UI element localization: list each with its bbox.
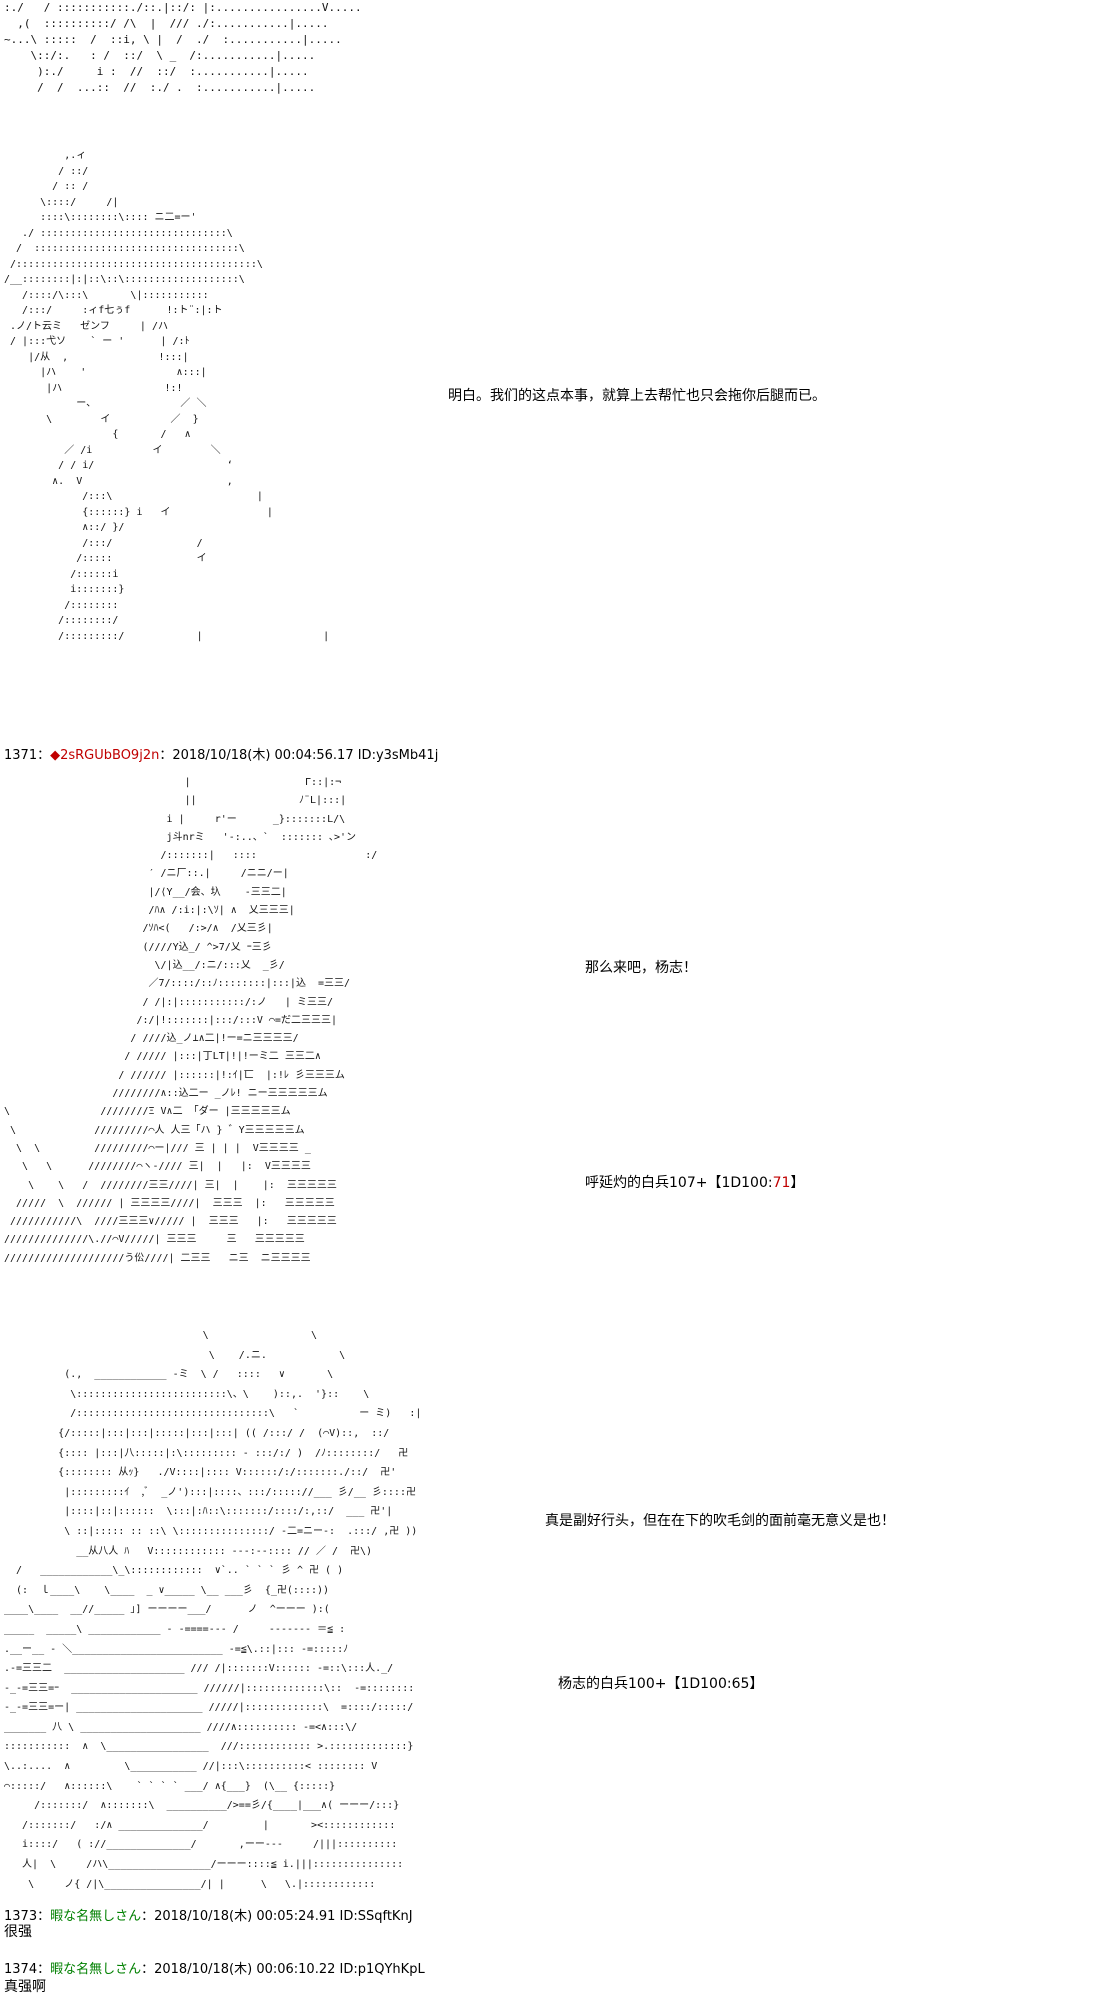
post-header-1371: 1371：◆2sRGUbBO9j2n：2018/10/18(木) 00:04:5… (4, 744, 438, 763)
ascii-art-top: :./ / :::::::::::./::.|::/: |:..........… (4, 1, 362, 94)
post-number: 1374： (4, 1962, 51, 1977)
poster-name[interactable]: 暇な名無しさん (50, 1962, 142, 1977)
ascii-art-figure-3: \ \ \ /.ニ. \ (., ____________ -ミ \ / :::… (4, 1330, 422, 1890)
post-number: 1373： (4, 1909, 51, 1924)
dialogue-line-2: 那么来吧，杨志！ (585, 960, 697, 976)
dice-roll-prefix: 呼延灼的白兵107+【1D100: (585, 1175, 773, 1191)
ascii-art-figure-2: | Γ::|:¬ || ﾉ¨L|:::| i | r'ー _}:::::::L/… (4, 777, 378, 1264)
dice-roll-line-3: 呼延灼的白兵107+【1D100:71】 (585, 1172, 804, 1192)
post-datetime-id: ：2018/10/18(木) 00:04:56.17 ID:y3sMb41j (159, 748, 439, 763)
trip-diamond-icon: ◆ (50, 748, 61, 763)
post-body-1373: 很强 (4, 1924, 32, 1940)
poster-name[interactable]: 暇な名無しさん (50, 1909, 142, 1924)
post-body-1374: 真强啊 (4, 1979, 46, 1995)
dice-roll-line-5: 杨志的白兵100+【1D100:65】 (558, 1676, 764, 1692)
dice-roll-suffix: 】 (790, 1175, 805, 1191)
post-header-1373: 1373：暇な名無しさん：2018/10/18(木) 00:05:24.91 I… (4, 1905, 413, 1924)
post-datetime-id: ：2018/10/18(木) 00:06:10.22 ID:p1QYhKpL (141, 1962, 425, 1977)
post-datetime-id: ：2018/10/18(木) 00:05:24.91 ID:SSqftKnJ (141, 1909, 413, 1924)
dialogue-line-1: 明白。我们的这点本事，就算上去帮忙也只会拖你后腿而已。 (448, 388, 826, 404)
poster-tripcode[interactable]: 2sRGUbBO9j2n (60, 748, 160, 763)
ascii-art-figure-1: ,.ィ / ::/ / :: / \::::/ /| ::::\::::::::… (4, 150, 330, 642)
post-number: 1371： (4, 748, 51, 763)
dice-roll-value: 71 (772, 1175, 791, 1191)
post-header-1374: 1374：暇な名無しさん：2018/10/18(木) 00:06:10.22 I… (4, 1958, 425, 1977)
dialogue-line-4: 真是副好行头，但在在下的吹毛剑的面前毫无意义是也！ (545, 1513, 895, 1529)
